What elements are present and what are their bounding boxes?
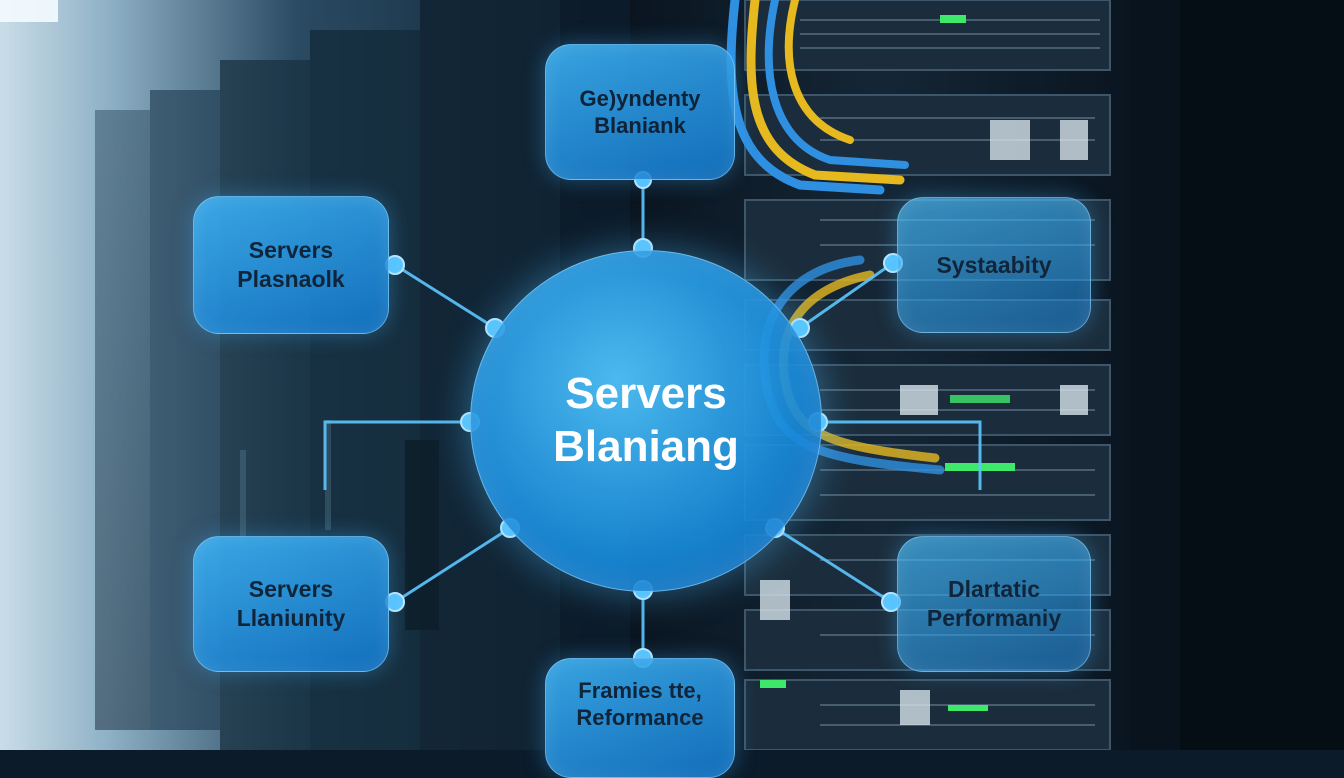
node-right-top: Systaabity [897, 197, 1091, 333]
node-top: Ge)yndenty Blaniank [545, 44, 735, 180]
center-title-line-1: Servers [565, 369, 727, 419]
node-right-bottom: Dlartatic Performaniy [897, 536, 1091, 672]
node-bottom-line-2: Reformance [576, 705, 704, 730]
node-bottom: Framies tte, Reformance [545, 658, 735, 778]
center-title-line-2: Blaniang [553, 422, 739, 471]
node-right-bottom-line-1: Dlartatic [947, 576, 1041, 603]
node-left-bottom: Servers Llaniunity [193, 536, 389, 672]
center-node: Servers Blaniang [470, 250, 822, 592]
node-right-bottom-line-2: Performaniy [926, 605, 1062, 631]
node-left-top-line-2: Plasnaolk [237, 266, 345, 292]
node-left-bottom-line-1: Servers [248, 576, 334, 603]
node-top-line-2: Blaniank [594, 113, 686, 138]
node-left-top: Servers Plasnaolk [193, 196, 389, 334]
node-left-top-line-1: Servers [248, 237, 334, 264]
node-bottom-line-1: Framies tte, [578, 677, 702, 703]
node-right-top-line-1: Systaabity [936, 251, 1052, 278]
node-left-bottom-line-2: Llaniunity [236, 605, 346, 631]
connectors [323, 180, 982, 658]
node-top-line-1: Ge)yndenty [579, 85, 701, 111]
